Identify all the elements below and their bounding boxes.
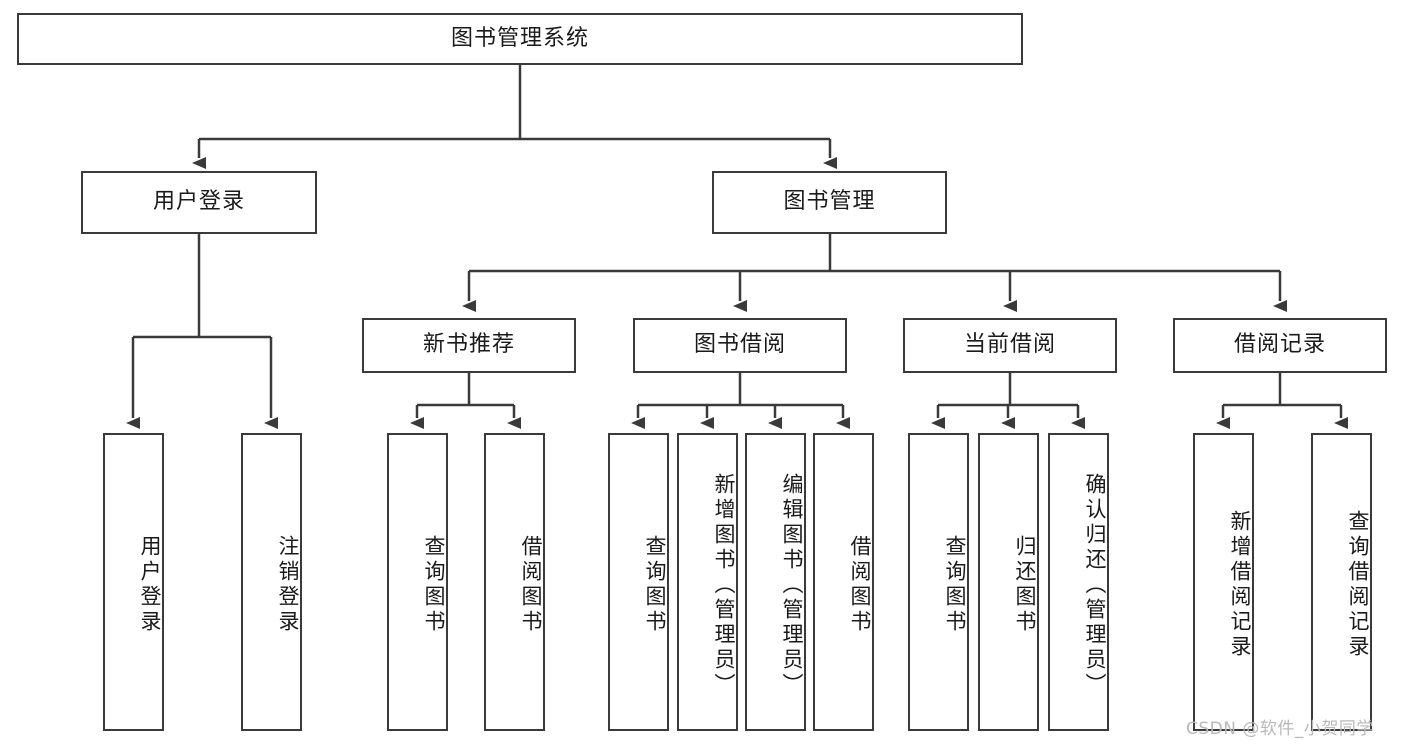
csdn-watermark: CSDN @软件_小贺同学 (1186, 719, 1374, 739)
node-label: 查询图书 (943, 535, 967, 635)
node-label: 新增图书（管理员） (712, 472, 736, 698)
leaf-current-borrow-return[interactable]: 归还图书 (978, 433, 1039, 731)
node-book-management[interactable]: 图书管理 (712, 171, 947, 234)
leaf-current-borrow-confirm-return[interactable]: 确认归还（管理员） (1048, 433, 1109, 731)
leaf-borrow-record-query[interactable]: 查询借阅记录 (1311, 433, 1372, 731)
node-label: 当前借阅 (963, 332, 1056, 358)
node-label: 新增借阅记录 (1228, 510, 1252, 660)
leaf-book-borrow-add[interactable]: 新增图书（管理员） (677, 433, 738, 731)
node-label: 确认归还（管理员） (1083, 472, 1107, 698)
node-root-book-management-system[interactable]: 图书管理系统 (17, 13, 1023, 65)
node-label: 借阅图书 (848, 535, 872, 635)
leaf-new-book-borrow[interactable]: 借阅图书 (484, 433, 545, 731)
leaf-borrow-record-add[interactable]: 新增借阅记录 (1193, 433, 1254, 731)
leaf-book-borrow-edit[interactable]: 编辑图书（管理员） (745, 433, 806, 731)
leaf-user-login-login[interactable]: 用户登录 (103, 433, 164, 731)
node-book-borrow[interactable]: 图书借阅 (633, 318, 847, 373)
node-label: 用户登录 (138, 535, 162, 635)
node-user-login[interactable]: 用户登录 (81, 171, 317, 234)
node-label: 查询图书 (643, 535, 667, 635)
node-label: 借阅图书 (519, 535, 543, 635)
node-current-borrow[interactable]: 当前借阅 (903, 318, 1117, 373)
node-label: 归还图书 (1013, 535, 1037, 635)
leaf-new-book-query[interactable]: 查询图书 (387, 433, 448, 731)
leaf-user-login-logout[interactable]: 注销登录 (241, 433, 302, 731)
node-label: 用户登录 (152, 189, 245, 215)
leaf-book-borrow-borrow[interactable]: 借阅图书 (813, 433, 874, 731)
node-label: 新书推荐 (422, 332, 515, 358)
node-label: 借阅记录 (1233, 332, 1326, 358)
node-label: 查询借阅记录 (1346, 510, 1370, 660)
node-new-book-recommend[interactable]: 新书推荐 (362, 318, 576, 373)
leaf-current-borrow-query[interactable]: 查询图书 (908, 433, 969, 731)
node-label: 注销登录 (276, 535, 300, 635)
node-label: 查询图书 (422, 535, 446, 635)
node-label: 图书管理系统 (450, 25, 589, 51)
node-label: 图书借阅 (693, 332, 786, 358)
node-label: 图书管理 (783, 189, 876, 215)
node-borrow-record[interactable]: 借阅记录 (1173, 318, 1387, 373)
leaf-book-borrow-query[interactable]: 查询图书 (608, 433, 669, 731)
node-label: 编辑图书（管理员） (780, 472, 804, 698)
